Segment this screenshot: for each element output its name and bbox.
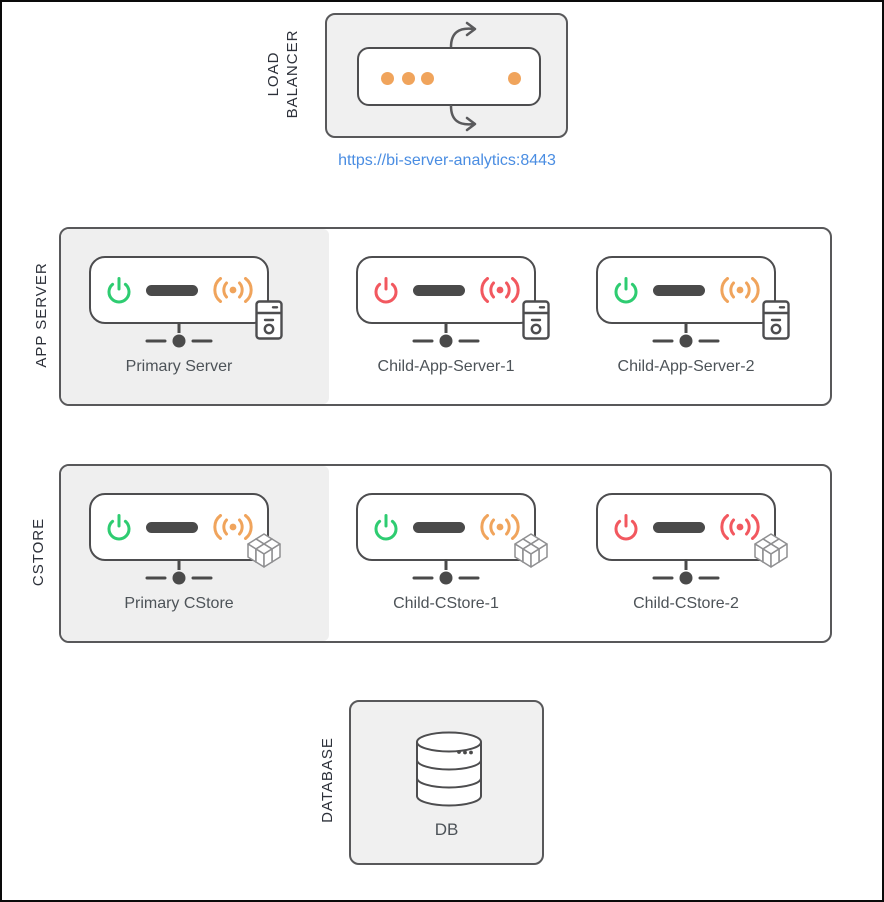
server-tower-icon [255, 300, 283, 345]
node-card-primary-cstore[interactable] [89, 493, 269, 561]
power-icon [613, 513, 639, 541]
network-node-icon [410, 322, 482, 350]
status-bar [653, 521, 705, 533]
node-label: Child-CStore-1 [393, 595, 499, 612]
node-label: Child-App-Server-1 [377, 358, 515, 375]
load-balancer-section-label: LOAD BALANCER [265, 29, 301, 119]
status-bar [146, 284, 198, 296]
network-node-icon [650, 322, 722, 350]
package-cubes-icon [242, 532, 286, 577]
node-card-child-app-server-2[interactable] [596, 256, 776, 324]
database-cylinder-icon [416, 731, 482, 807]
node-label: Child-App-Server-2 [617, 358, 755, 375]
package-cubes-icon [749, 532, 793, 577]
node-label: Child-CStore-2 [633, 595, 739, 612]
node-card-child-app-server-1[interactable] [356, 256, 536, 324]
cstore-section: Primary CStore Child-CStore-1 Child-CSto… [59, 464, 832, 643]
lb-dot [420, 71, 434, 85]
server-tower-icon [762, 300, 790, 345]
lb-dot [402, 71, 415, 85]
node-label: Primary Server [125, 358, 233, 375]
server-tower-icon [522, 300, 550, 345]
load-balancer-url-link[interactable]: https://bi-server-analytics:8443 [338, 152, 556, 169]
lb-dot [507, 71, 521, 85]
power-icon [373, 513, 399, 541]
round-robin-arrow-top-icon [449, 21, 477, 49]
node-label: Primary CStore [124, 595, 234, 612]
network-node-icon [650, 559, 722, 587]
status-bar [413, 284, 465, 296]
node-card-child-cstore-1[interactable] [356, 493, 536, 561]
load-balancer-box-icon [357, 47, 541, 106]
node-card-primary-server[interactable] [89, 256, 269, 324]
signal-icon [213, 277, 253, 303]
network-node-icon [410, 559, 482, 587]
database-section: DB [349, 700, 544, 865]
network-node-icon [143, 559, 215, 587]
status-bar [413, 521, 465, 533]
round-robin-arrow-bottom-icon [449, 104, 477, 132]
power-icon [613, 276, 639, 304]
power-icon [106, 513, 132, 541]
db-label: DB [434, 820, 459, 839]
package-cubes-icon [509, 532, 553, 577]
status-bar [653, 284, 705, 296]
app-server-section: Primary Server Child-App-Server-1 Child-… [59, 227, 832, 406]
status-bar [146, 521, 198, 533]
signal-icon [480, 277, 520, 303]
lb-dot [380, 71, 394, 85]
network-node-icon [143, 322, 215, 350]
signal-icon [720, 277, 760, 303]
power-icon [373, 276, 399, 304]
load-balancer-section [325, 13, 568, 138]
node-card-child-cstore-2[interactable] [596, 493, 776, 561]
power-icon [106, 276, 132, 304]
